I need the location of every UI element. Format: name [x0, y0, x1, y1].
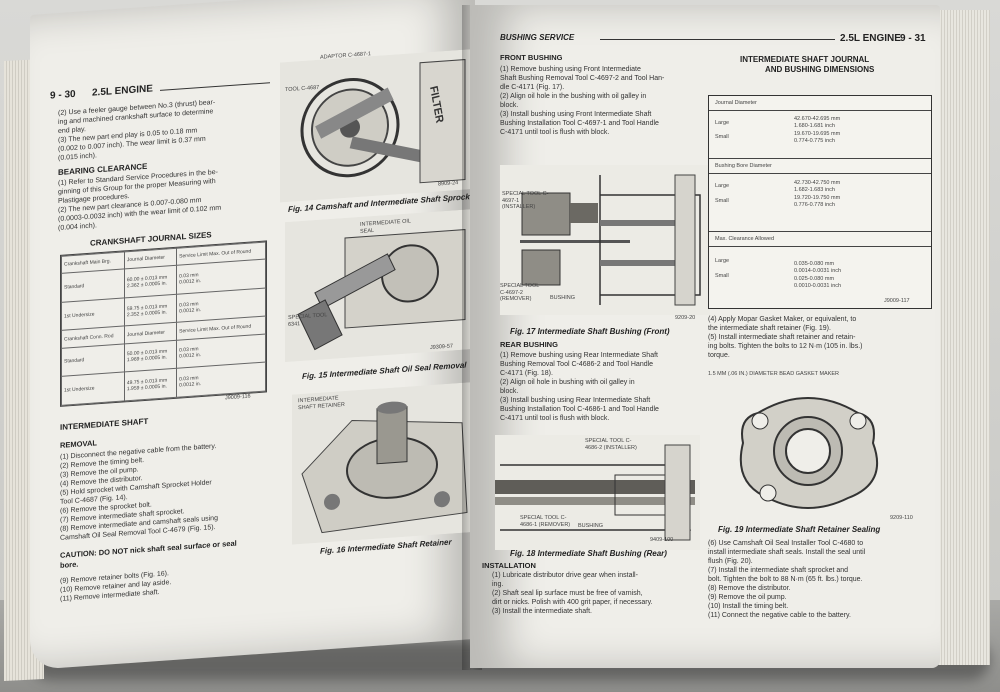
- dims-bore-large-in: 1.682-1.683 inch: [794, 187, 835, 193]
- dims-clearance-small-in: 0.0010-0.0031 inch: [794, 283, 842, 289]
- dims-journal-small-in: 0.774-0.775 inch: [794, 138, 835, 144]
- table-row: [709, 110, 931, 111]
- fig18-caption: Fig. 18 Intermediate Shaft Bushing (Rear…: [510, 549, 667, 558]
- fig17-installer-label: SPECIAL TOOL C-4697-1 (INSTALLER): [502, 191, 549, 210]
- dims-bore-small: Small: [715, 198, 729, 204]
- shaft-dimensions-table: Journal Diameter Large 42.670-42.695 mm …: [708, 95, 932, 309]
- dims-journal-small: Small: [715, 134, 729, 140]
- fig18-ref: 9409-100: [650, 537, 674, 543]
- table-row: [709, 158, 931, 159]
- right-page-number: 9 - 31: [900, 33, 926, 44]
- dims-bore-header: Bushing Bore Diameter: [715, 163, 772, 169]
- dims-journal-large: Large: [715, 120, 730, 126]
- fig19-bead-label: 1.5 MM (.06 IN.) DIAMETER BEAD GASKET MA…: [708, 371, 840, 377]
- fig18-bushing-label: BUSHING: [578, 523, 604, 529]
- table-row: [709, 246, 931, 247]
- left-page: 9 - 30 2.5L ENGINE (2) Use a feeler gaug…: [30, 0, 475, 670]
- dims-bore-large: Large: [715, 183, 730, 189]
- dims-clearance-large-mm: 0.035-0.080 mm: [794, 261, 835, 267]
- fig19-retainer-sealing-illustration: [728, 383, 888, 518]
- dims-bore-small-mm: 19.720-19.750 mm: [794, 195, 841, 201]
- dims-journal-large-in: 1.680-1.681 inch: [794, 123, 835, 129]
- table-row: [709, 173, 931, 174]
- dims-journal-header: Journal Diameter: [715, 100, 757, 106]
- fig17-ref: 9209-20: [675, 315, 696, 321]
- installation-heading: INSTALLATION: [482, 561, 536, 570]
- fig19-ref: 9209-110: [890, 515, 913, 521]
- retainer-steps: (4) Apply Mopar Gasket Maker, or equival…: [708, 316, 863, 359]
- right-header-title: 2.5L ENGINE: [840, 33, 901, 44]
- dims-clearance-header: Max. Clearance Allowed: [715, 236, 775, 242]
- fig18-installer-label: SPECIAL TOOL C-4686-2 (INSTALLER): [585, 438, 637, 451]
- caution-text: CAUTION: DO NOT nick shaft seal surface …: [60, 538, 237, 560]
- fig18-remover-label: SPECIAL TOOL C-4686-1 (REMOVER): [520, 515, 571, 528]
- dims-ref: J9009-117: [884, 298, 910, 304]
- fig15-caption: Fig. 15 Intermediate Shaft Oil Seal Remo…: [302, 360, 467, 381]
- dims-clearance-large-in: 0.0014-0.0031 inch: [794, 268, 842, 274]
- dims-journal-large-mm: 42.670-42.695 mm: [794, 116, 841, 122]
- dims-bore-large-mm: 42.730-42.750 mm: [794, 180, 841, 186]
- crank-table-ref: J9009-116: [225, 393, 251, 402]
- right-header-rule: [600, 39, 835, 40]
- dims-clearance-small-mm: 0.025-0.080 mm: [794, 276, 835, 282]
- removal-heading: REMOVAL: [60, 438, 97, 450]
- dims-clearance-large: Large: [715, 258, 730, 264]
- fig14-camshaft-sprockets-illustration: FILTER: [280, 49, 470, 203]
- front-bushing-steps: (1) Remove bushing using Front Intermedi…: [500, 66, 665, 136]
- bushing-service-header: BUSHING SERVICE: [500, 33, 575, 42]
- caution-text-2: bore.: [60, 559, 79, 570]
- fig16-shaft-retainer-illustration: [292, 382, 472, 545]
- left-header-title: 2.5L ENGINE: [92, 83, 153, 99]
- intermediate-shaft-heading: INTERMEDIATE SHAFT: [60, 416, 149, 432]
- dims-title-1: INTERMEDIATE SHAFT JOURNAL: [740, 55, 870, 64]
- dims-journal-small-mm: 19.670-19.695 mm: [794, 131, 841, 137]
- fig17-bushing-label: BUSHING: [550, 295, 576, 301]
- fig19-caption: Fig. 19 Intermediate Shaft Retainer Seal…: [718, 525, 881, 534]
- fig17-remover-label: SPECIAL TOOL C-4697-2 (REMOVER): [500, 283, 540, 302]
- left-page-number: 9 - 30: [50, 88, 76, 102]
- endplay-text: (2) Use a feeler gauge between No.3 (thr…: [58, 99, 216, 163]
- dims-clearance-small: Small: [715, 273, 729, 279]
- fig15-oil-seal-removal-illustration: [285, 209, 470, 363]
- final-steps: (6) Use Camshaft Oil Seal Installer Tool…: [708, 540, 866, 619]
- left-header-rule: [160, 82, 270, 91]
- removal-steps: (1) Disconnect the negative cable from t…: [60, 442, 218, 542]
- dims-bore-small-in: 0.776-0.778 inch: [794, 202, 835, 208]
- fig17-caption: Fig. 17 Intermediate Shaft Bushing (Fron…: [510, 327, 670, 336]
- front-bushing-heading: FRONT BUSHING: [500, 53, 563, 62]
- right-page: BUSHING SERVICE 2.5L ENGINE 9 - 31 FRONT…: [470, 5, 940, 668]
- fig17-front-bushing-illustration: [500, 165, 710, 315]
- fig15-tool-label: SPECIAL TOOL 6341: [288, 312, 328, 328]
- rear-bushing-heading: REAR BUSHING: [500, 340, 558, 349]
- removal-steps-2: (9) Remove retainer bolts (Fig. 16).(10)…: [60, 570, 172, 603]
- installation-steps: (1) Lubricate distributor drive gear whe…: [492, 572, 653, 615]
- right-page-stack: [930, 10, 990, 665]
- table-row: [709, 231, 931, 232]
- rear-bushing-steps: (1) Remove bushing using Rear Intermedia…: [500, 352, 659, 422]
- fig18-rear-bushing-illustration: [495, 435, 700, 550]
- dims-title-2: AND BUSHING DIMENSIONS: [765, 65, 875, 74]
